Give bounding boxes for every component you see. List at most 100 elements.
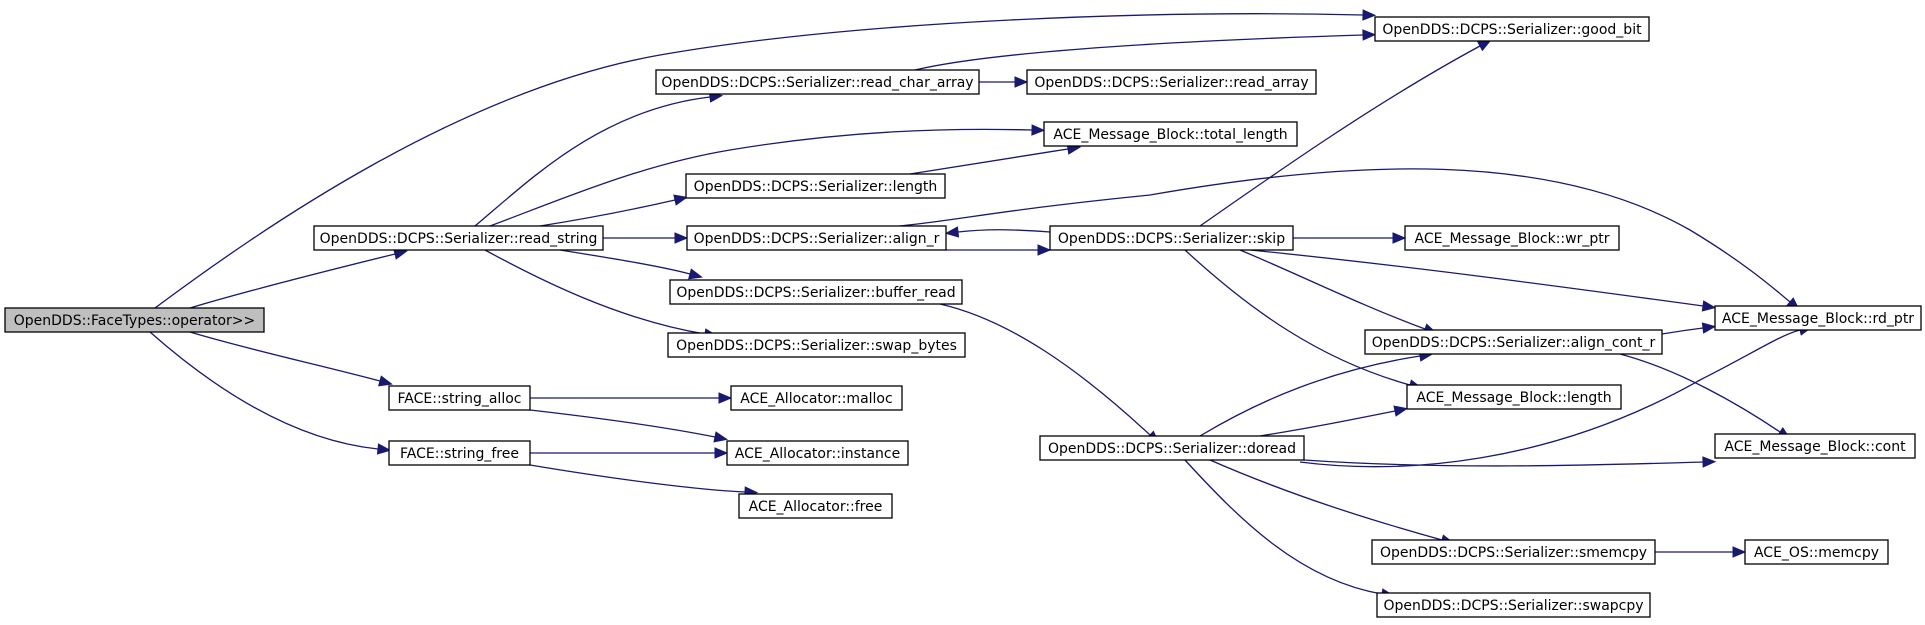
edge-line: [1619, 353, 1781, 433]
node-box[interactable]: [669, 279, 963, 305]
node-buffer_read[interactable]: OpenDDS::DCPS::Serializer::buffer_read: [669, 279, 963, 305]
node-box[interactable]: [388, 440, 531, 466]
edge-line: [957, 229, 1051, 233]
edge-line: [1184, 459, 1383, 595]
node-box[interactable]: [1043, 121, 1298, 147]
node-box[interactable]: [1714, 433, 1916, 459]
edge-line: [489, 128, 1033, 227]
node-label: OpenDDS::DCPS::Serializer::read_array: [1034, 75, 1308, 91]
edge-arrowhead: [1732, 546, 1747, 558]
node-box[interactable]: [730, 385, 903, 411]
node-skip[interactable]: OpenDDS::DCPS::Serializer::skip: [1049, 225, 1294, 251]
node-label: OpenDDS::DCPS::Serializer::read_char_arr…: [661, 75, 973, 91]
node-swapcpy[interactable]: OpenDDS::DCPS::Serializer::swapcpy: [1376, 592, 1651, 618]
node-malloc[interactable]: ACE_Allocator::malloc: [730, 385, 903, 411]
node-align_r[interactable]: OpenDDS::DCPS::Serializer::align_r: [686, 225, 947, 251]
node-box[interactable]: [4, 307, 265, 333]
edge-line: [1239, 249, 1426, 330]
node-smemcpy[interactable]: OpenDDS::DCPS::Serializer::smemcpy: [1371, 539, 1656, 565]
edge-faceop-to-read_string: [189, 248, 408, 309]
node-label: ACE_Message_Block::wr_ptr: [1415, 231, 1610, 247]
edge-align_cont_r-to-cont: [1619, 353, 1792, 440]
node-box[interactable]: [726, 440, 909, 466]
edge-arrowhead: [1476, 39, 1492, 52]
node-label: ACE_Allocator::instance: [735, 446, 900, 462]
node-read_string[interactable]: OpenDDS::DCPS::Serializer::read_string: [313, 225, 604, 251]
edge-align_r-to-rd_ptr: [899, 168, 1801, 311]
node-label: ACE_Message_Block::total_length: [1053, 127, 1287, 143]
node-good_bit[interactable]: OpenDDS::DCPS::Serializer::good_bit: [1374, 16, 1650, 42]
edge-doread-to-smemcpy: [1209, 459, 1455, 546]
node-box[interactable]: [685, 173, 946, 199]
nodes-layer: OpenDDS::FaceTypes::operator>>OpenDDS::D…: [4, 16, 1922, 618]
node-box[interactable]: [1026, 69, 1317, 95]
node-box[interactable]: [1039, 435, 1305, 461]
edge-arrowhead: [1392, 232, 1407, 244]
edge-faceop-to-string_alloc: [189, 331, 393, 387]
node-memcpy[interactable]: ACE_OS::memcpy: [1744, 539, 1889, 565]
node-ser_length[interactable]: OpenDDS::DCPS::Serializer::length: [685, 173, 946, 199]
node-box[interactable]: [1374, 16, 1650, 42]
edge-line: [1661, 327, 1704, 335]
edge-read_string-to-align_r: [602, 232, 689, 244]
node-total_length[interactable]: ACE_Message_Block::total_length: [1043, 121, 1298, 147]
edge-arrowhead: [713, 431, 729, 443]
edge-line: [484, 249, 706, 335]
node-box[interactable]: [313, 225, 604, 251]
edge-arrowhead: [1701, 322, 1717, 334]
edge-arrowhead: [1701, 300, 1717, 312]
edge-doread-to-cont: [1303, 456, 1717, 468]
node-string_free[interactable]: FACE::string_free: [388, 440, 531, 466]
node-swap_bytes[interactable]: OpenDDS::DCPS::Serializer::swap_bytes: [667, 332, 966, 358]
node-read_char_array[interactable]: OpenDDS::DCPS::Serializer::read_char_arr…: [655, 69, 980, 95]
node-read_array[interactable]: OpenDDS::DCPS::Serializer::read_array: [1026, 69, 1317, 95]
edge-align_cont_r-to-rd_ptr: [1661, 322, 1717, 335]
edge-arrowhead: [1037, 244, 1052, 256]
edge-skip-to-align_cont_r: [1239, 249, 1438, 335]
edge-string_free-to-free: [529, 464, 759, 498]
edge-arrowhead: [1031, 124, 1046, 136]
edge-line: [189, 253, 396, 309]
node-label: OpenDDS::DCPS::Serializer::read_string: [320, 231, 598, 247]
edge-arrowhead: [1362, 29, 1377, 41]
edge-string_alloc-to-malloc: [530, 392, 733, 404]
node-instance[interactable]: ACE_Allocator::instance: [726, 440, 909, 466]
node-cont[interactable]: ACE_Message_Block::cont: [1714, 433, 1916, 459]
node-rd_ptr[interactable]: ACE_Message_Block::rd_ptr: [1714, 305, 1922, 331]
node-box[interactable]: [388, 385, 531, 411]
node-box[interactable]: [738, 493, 893, 519]
node-box[interactable]: [667, 332, 966, 358]
node-box[interactable]: [1364, 329, 1663, 355]
node-box[interactable]: [1714, 305, 1922, 331]
edge-read_char_array-to-read_array: [979, 76, 1029, 88]
edge-skip-to-wr_ptr: [1292, 232, 1407, 244]
node-wr_ptr[interactable]: ACE_Message_Block::wr_ptr: [1404, 225, 1620, 251]
node-string_alloc[interactable]: FACE::string_alloc: [388, 385, 531, 411]
edge-doread-to-swapcpy: [1184, 459, 1396, 600]
edge-read_string-to-buffer_read: [559, 249, 703, 280]
node-box[interactable]: [1376, 592, 1651, 618]
node-box[interactable]: [655, 69, 980, 95]
node-mb_length[interactable]: ACE_Message_Block::length: [1406, 384, 1622, 410]
node-free[interactable]: ACE_Allocator::free: [738, 493, 893, 519]
node-box[interactable]: [1049, 225, 1294, 251]
node-box[interactable]: [1404, 225, 1620, 251]
edges-layer: [149, 9, 1813, 600]
edge-line: [1199, 355, 1421, 437]
edge-skip-to-rd_ptr: [1249, 249, 1717, 312]
node-box[interactable]: [1406, 384, 1622, 410]
node-box[interactable]: [1744, 539, 1889, 565]
edge-line: [149, 331, 379, 450]
edge-line: [1184, 249, 1411, 386]
edge-align_r-to-skip: [945, 244, 1052, 256]
edge-line: [939, 303, 1151, 436]
node-faceop[interactable]: OpenDDS::FaceTypes::operator>>: [4, 307, 265, 333]
node-box[interactable]: [1371, 539, 1656, 565]
node-label: FACE::string_free: [400, 446, 519, 462]
edge-arrowhead: [718, 392, 733, 404]
node-align_cont_r[interactable]: OpenDDS::DCPS::Serializer::align_cont_r: [1364, 329, 1663, 355]
node-label: ACE_OS::memcpy: [1754, 545, 1879, 561]
node-box[interactable]: [686, 225, 947, 251]
edge-line: [189, 331, 381, 382]
node-doread[interactable]: OpenDDS::DCPS::Serializer::doread: [1039, 435, 1305, 461]
